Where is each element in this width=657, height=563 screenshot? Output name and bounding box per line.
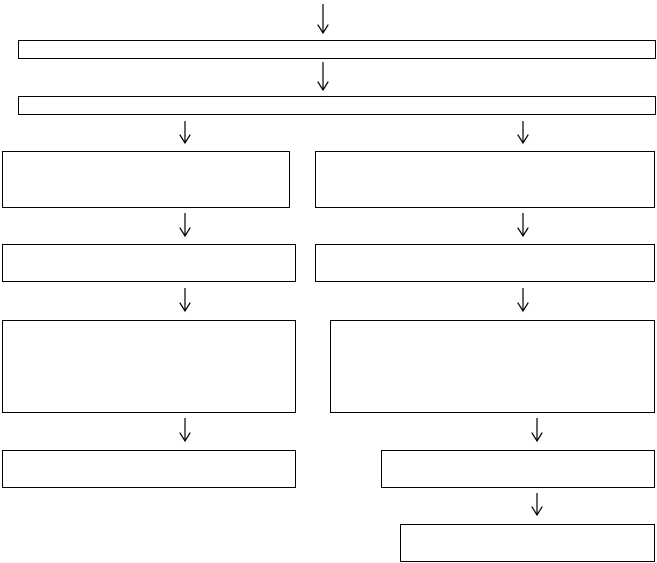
flow-box-right-2 [315,244,655,282]
flow-box-left-1 [2,151,290,208]
flow-box-left-4 [2,450,296,488]
arrow-left-3-to-left-4 [179,418,191,443]
arrow-left-2-to-left-3 [179,288,191,313]
flow-box-left-2 [2,244,296,282]
arrow-top-1-to-top-2 [317,62,329,92]
arrow-right-2-to-right-3 [517,288,529,313]
arrow-left-1-to-left-2 [179,213,191,238]
arrow-right-3-to-right-4 [531,418,543,443]
flow-box-right-4 [381,450,655,488]
arrow-start-to-top-1 [317,4,329,35]
flow-box-right-3 [330,320,655,413]
arrow-right-4-to-right-5 [531,493,543,517]
flow-box-top-1 [18,40,656,59]
flow-box-top-2 [18,96,656,115]
flow-box-left-3 [2,320,296,413]
arrow-top-2-to-left-1 [179,121,191,145]
arrow-top-2-to-right-1 [517,121,529,145]
arrow-right-1-to-right-2 [517,213,529,238]
flow-box-right-1 [315,151,655,208]
flow-box-right-5 [400,524,655,562]
